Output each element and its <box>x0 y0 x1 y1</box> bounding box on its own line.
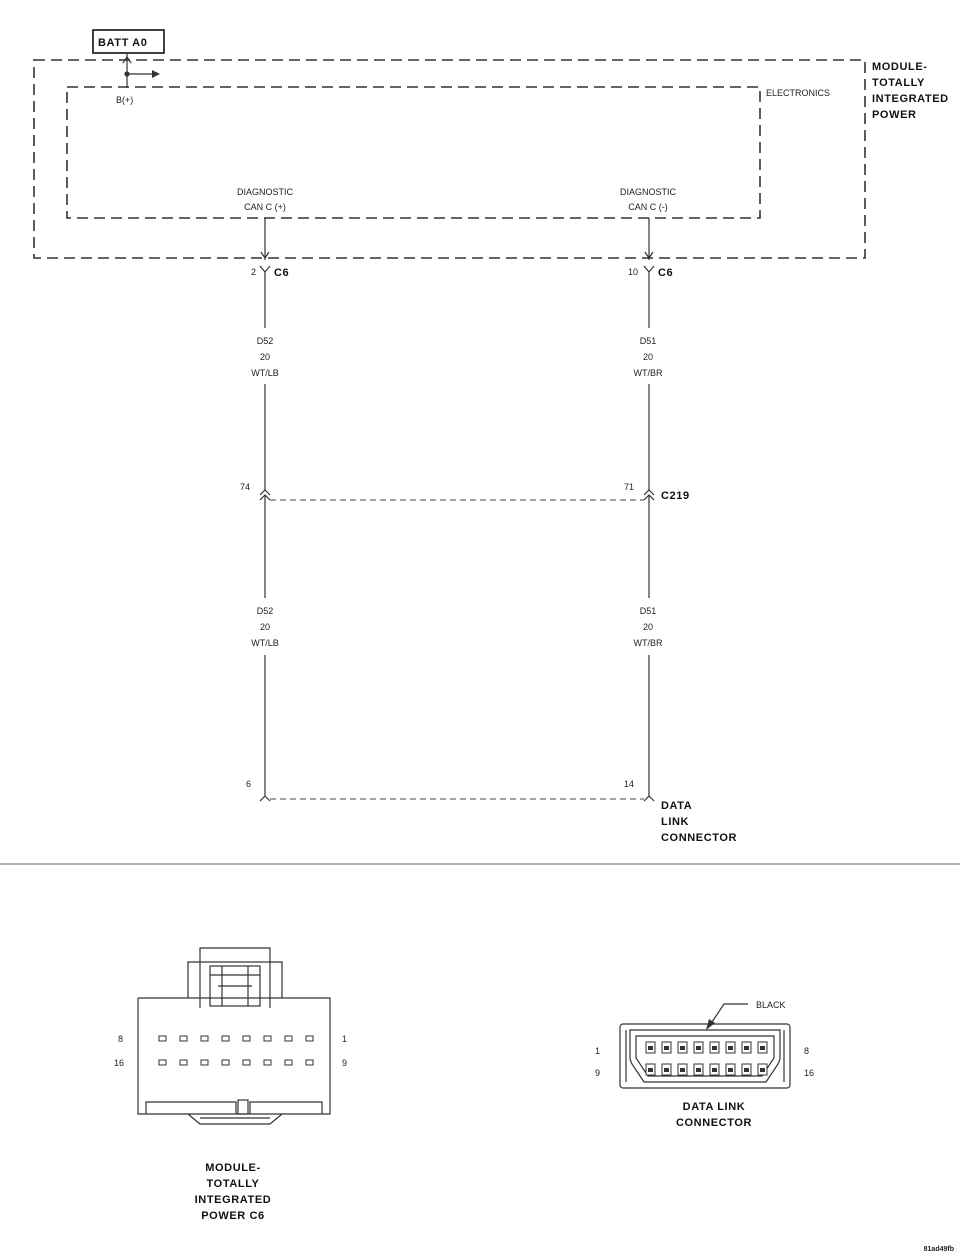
tipm-pin-bottom-right: 9 <box>342 1058 347 1068</box>
right-lower-color: WT/BR <box>634 638 663 648</box>
left-upper-color: WT/LB <box>251 368 279 378</box>
right-dlc-pin: 14 <box>624 779 634 789</box>
left-lower-circuit: D52 <box>257 606 274 616</box>
dlc-label-line2: LINK <box>661 816 689 828</box>
left-c219-connector-top <box>259 489 271 496</box>
left-c6-name: C6 <box>274 267 289 279</box>
right-lower-circuit: D51 <box>640 606 657 616</box>
left-dlc-terminal <box>259 795 271 802</box>
right-c6-name: C6 <box>658 267 673 279</box>
left-c6-connector-symbol <box>259 265 271 273</box>
left-lower-color: WT/LB <box>251 638 279 648</box>
left-upper-circuit: D52 <box>257 336 274 346</box>
dlc-connector-view <box>619 1003 791 1089</box>
electronics-boundary <box>66 86 761 219</box>
module-label-line1: MODULE- <box>872 61 928 73</box>
bplus-label: B(+) <box>116 95 133 105</box>
right-upper-gauge: 20 <box>643 352 653 362</box>
diag-can-c-plus-line1: DIAGNOSTIC <box>237 187 294 197</box>
dlc-label-line3: CONNECTOR <box>661 832 737 844</box>
tipm-pin-bottom-left: 16 <box>114 1058 124 1068</box>
right-lower-gauge: 20 <box>643 622 653 632</box>
left-wire-arrowhead <box>260 251 270 260</box>
dlc-color-label: BLACK <box>756 1000 786 1010</box>
dlc-caption-line2: CONNECTOR <box>676 1117 752 1129</box>
c219-name: C219 <box>661 490 690 502</box>
tipm-pin-top-left: 8 <box>118 1034 123 1044</box>
dlc-pin-bottom-left: 9 <box>595 1068 600 1078</box>
dlc-pin-top-left: 1 <box>595 1046 600 1056</box>
diag-can-c-plus-line2: CAN C (+) <box>244 202 286 212</box>
figure-id: 81ad49fb <box>924 1246 954 1253</box>
right-c6-pin: 10 <box>628 267 638 277</box>
dlc-caption-line1: DATA LINK <box>683 1101 746 1113</box>
right-upper-color: WT/BR <box>634 368 663 378</box>
tipm-caption-line1: MODULE- <box>205 1162 261 1174</box>
right-c219-pin: 71 <box>624 482 634 492</box>
diag-can-c-minus-line1: DIAGNOSTIC <box>620 187 677 197</box>
batt-bus-arrowhead <box>152 70 160 78</box>
left-upper-gauge: 20 <box>260 352 270 362</box>
electronics-label: ELECTRONICS <box>766 88 830 98</box>
tipm-pin-top-right: 1 <box>342 1034 347 1044</box>
tipm-caption-line4: POWER C6 <box>201 1210 264 1222</box>
right-wire-arrowhead <box>644 251 654 260</box>
batt-feed-arrowhead <box>122 55 132 64</box>
left-c6-pin: 2 <box>251 267 256 277</box>
right-upper-circuit: D51 <box>640 336 657 346</box>
left-c219-pin: 74 <box>240 482 250 492</box>
batt-box <box>92 29 165 54</box>
dlc-pin-top-right: 8 <box>804 1046 809 1056</box>
tipm-module-boundary <box>33 59 866 259</box>
batt-splice-dot <box>124 71 130 77</box>
tipm-c6-connector-view <box>137 947 331 1125</box>
right-c219-connector-top <box>643 489 655 496</box>
module-label-line4: POWER <box>872 109 917 121</box>
right-c6-connector-symbol <box>643 265 655 273</box>
left-lower-gauge: 20 <box>260 622 270 632</box>
module-label-line3: INTEGRATED <box>872 93 949 105</box>
batt-label: BATT A0 <box>98 37 147 49</box>
dlc-label-line1: DATA <box>661 800 692 812</box>
right-dlc-terminal <box>643 795 655 802</box>
dlc-pin-bottom-right: 16 <box>804 1068 814 1078</box>
tipm-caption-line2: TOTALLY <box>207 1178 260 1190</box>
diag-can-c-minus-line2: CAN C (-) <box>628 202 668 212</box>
left-dlc-pin: 6 <box>246 779 251 789</box>
tipm-caption-line3: INTEGRATED <box>195 1194 272 1206</box>
module-label-line2: TOTALLY <box>872 77 925 89</box>
